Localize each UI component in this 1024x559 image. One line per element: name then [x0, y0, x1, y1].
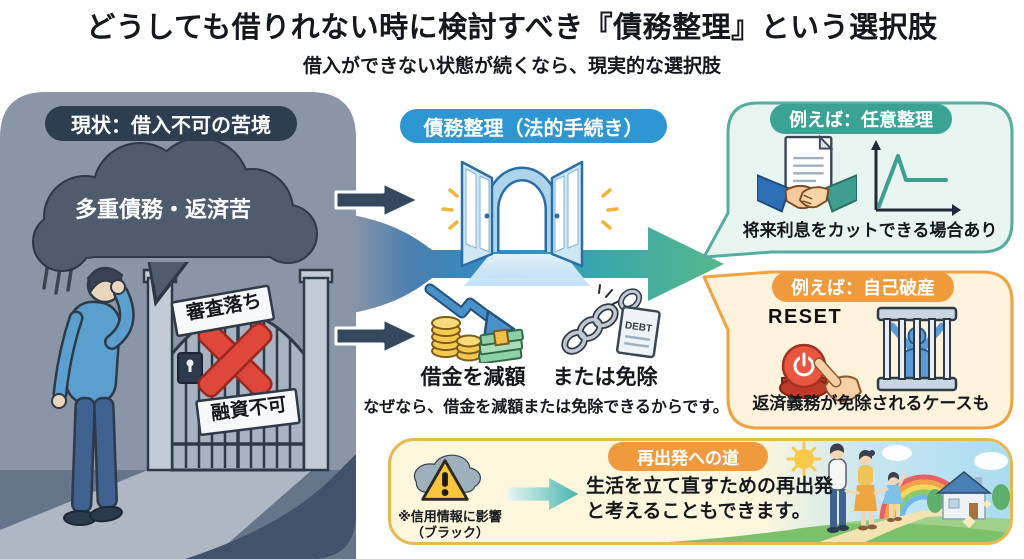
voluntary-text: 将来利息をカットできる場合あり — [742, 221, 998, 240]
sun-icon — [786, 441, 822, 477]
debt-tag-label: DEBT — [624, 320, 653, 335]
sign-rejected-plate — [170, 284, 275, 338]
mother-figure — [854, 449, 877, 531]
label-reduce: 借金を減額 — [420, 366, 526, 389]
restart-text-line1: 生活を立て直すための再出発 — [586, 476, 834, 497]
credit-warning-icon — [413, 454, 482, 501]
label-exempt: または免除 — [552, 366, 658, 389]
cloud-label: 多重債務・返済苦 — [74, 197, 251, 222]
current-situation-scene — [0, 92, 356, 559]
broken-chain-icon: DEBT — [561, 284, 661, 359]
family-figures — [827, 443, 907, 533]
reason-text: なぜなら、借金を減額または免除できるからです。 — [363, 399, 729, 416]
family-restart-scene — [669, 441, 1010, 542]
debt-workout-header: 債務整理（法的手続き） — [400, 109, 667, 143]
arrow-to-reduction — [334, 317, 421, 355]
door-right-panel — [550, 160, 584, 268]
credit-note-line1: ※信用情報に影響 — [398, 509, 502, 524]
restart-bar: 再出発への道 ※信用情報に影響 （ブラック） 生活を立て直すための再出発 と考え… — [388, 438, 1013, 545]
page-title: どうしても借りれない時に検討すべき『債務整理』という選択肢 — [86, 12, 938, 44]
worried-man — [51, 266, 135, 526]
bankruptcy-header: 例えば：自己破産 — [772, 272, 954, 302]
money-reduction-icon — [424, 283, 524, 363]
restart-arrow — [507, 478, 579, 510]
floor-path — [0, 470, 312, 559]
lock-icon — [177, 352, 203, 384]
reset-label: RESET — [768, 306, 843, 328]
bankruptcy-text: 返済義務が免除されるケースも — [752, 394, 990, 413]
pressing-hand — [813, 357, 862, 402]
father-figure — [827, 443, 849, 533]
break-sparks — [598, 284, 622, 305]
banknotes — [478, 328, 524, 363]
sign-no-loan-plate — [195, 388, 301, 436]
arrow-to-door — [334, 181, 421, 219]
credit-note-line2: （ブラック） — [410, 525, 489, 540]
house-icon — [927, 471, 1010, 520]
restart-header: 再出発への道 — [608, 442, 768, 471]
restart-text-line2: と考えることもできます。 — [586, 501, 811, 522]
jail-bars-icon — [876, 306, 958, 392]
reset-button-icon — [779, 343, 862, 402]
debt-tag: DEBT — [615, 305, 661, 359]
debt-cloud — [32, 137, 318, 307]
voluntary-header: 例えば：任意整理 — [770, 104, 952, 134]
current-situation-header: 現状：借入不可の苦境 — [45, 106, 297, 141]
door-left-panel — [460, 160, 494, 268]
page-subtitle: 借入ができない状態が続くなら、現実的な選択肢 — [302, 56, 721, 77]
bubble-voluntary — [702, 101, 1014, 259]
open-door-icon — [441, 160, 619, 286]
sparkle-lines — [441, 188, 619, 230]
interest-chart-icon — [871, 140, 961, 216]
handshake-document-icon — [757, 134, 857, 213]
locked-gate — [142, 268, 334, 472]
